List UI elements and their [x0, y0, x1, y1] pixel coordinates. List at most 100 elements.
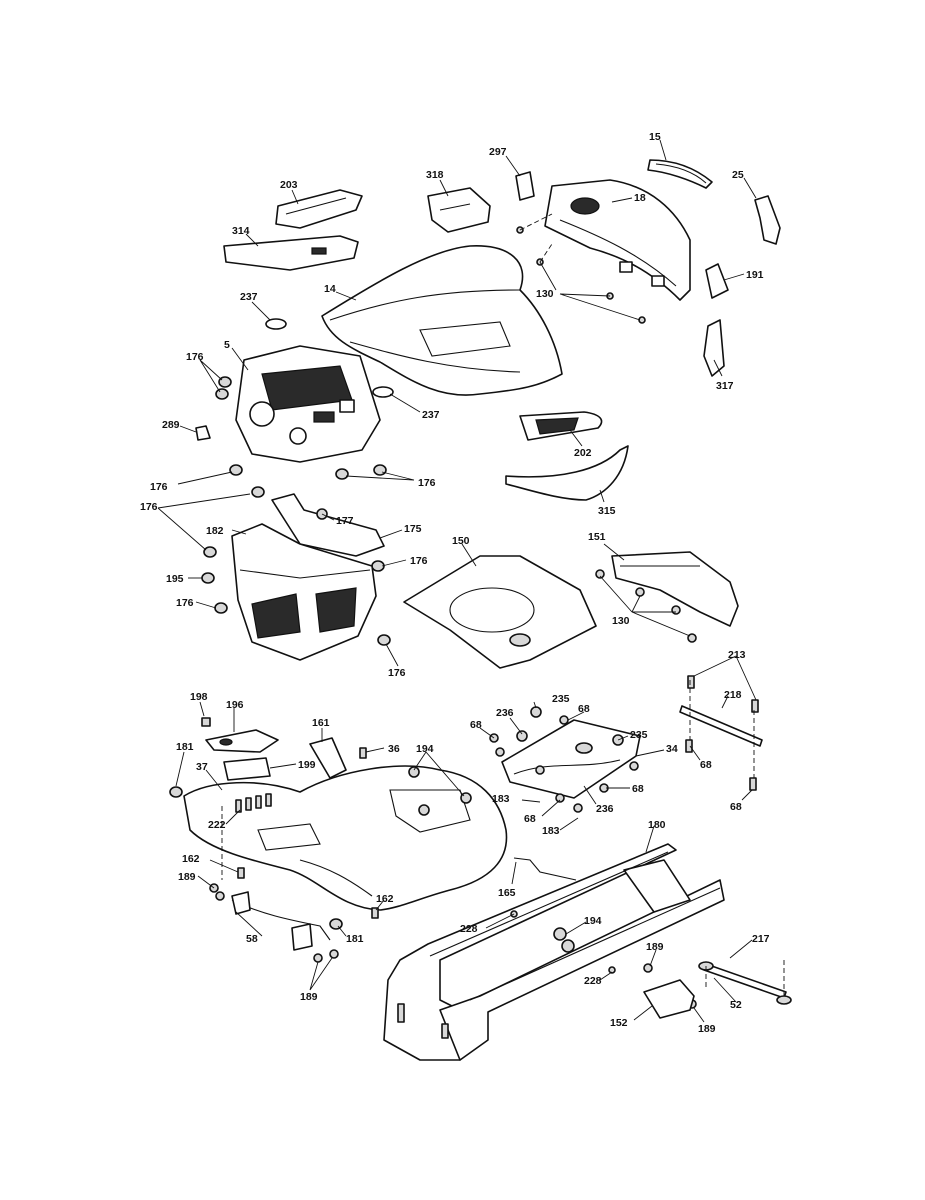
callout-189-right: 189 — [698, 1023, 716, 1035]
callout-235-top: 235 — [552, 693, 570, 705]
part-318-cover — [427, 187, 491, 233]
callout-228-left: 228 — [460, 923, 478, 935]
part-237b — [372, 386, 394, 398]
callout-162-right: 162 — [376, 893, 394, 905]
callout-236-top: 236 — [496, 707, 514, 719]
callout-130-upper: 130 — [536, 288, 554, 300]
part-37-fender — [183, 765, 508, 911]
callout-176-right: 176 — [410, 555, 428, 567]
part-202-panel — [519, 411, 603, 441]
part-297-clip — [515, 171, 535, 201]
callout-236-bottom: 236 — [596, 803, 614, 815]
part-152-bracket — [643, 979, 695, 1019]
callout-leaders — [157, 139, 757, 1023]
part-180-frame — [383, 843, 725, 1061]
part-151-bracket — [611, 551, 739, 627]
part-36-bolt — [359, 747, 367, 759]
part-195-plug — [201, 572, 215, 584]
callout-labels: 15 25 18 297 318 203 314 14 130 191 237 … — [140, 131, 770, 1035]
part-130-screws — [516, 226, 697, 643]
callout-68-left: 68 — [470, 719, 482, 731]
callout-189-frame: 189 — [646, 941, 664, 953]
part-175-bracket — [271, 493, 385, 557]
callout-14: 14 — [324, 283, 336, 295]
callout-36: 36 — [388, 743, 400, 755]
callout-162-left: 162 — [182, 853, 200, 865]
callout-194-bottom: 194 — [584, 915, 602, 927]
callout-165: 165 — [498, 887, 516, 899]
part-196-pedal-pad — [205, 729, 279, 753]
callout-198: 198 — [190, 691, 208, 703]
callout-183-bottom: 183 — [542, 825, 560, 837]
callout-237-lower: 237 — [422, 409, 440, 421]
part-317-bracket — [703, 319, 725, 377]
callout-218: 218 — [724, 689, 742, 701]
callout-176-side: 176 — [140, 501, 158, 513]
callout-314: 314 — [232, 225, 250, 237]
callout-199: 199 — [298, 759, 316, 771]
callout-176-mid: 176 — [418, 477, 436, 489]
callout-152: 152 — [610, 1017, 628, 1029]
callout-181-top: 181 — [176, 741, 194, 753]
callout-189-left: 189 — [178, 871, 196, 883]
callout-315: 315 — [598, 505, 616, 517]
callout-217: 217 — [752, 933, 770, 945]
callout-130-lower: 130 — [612, 615, 630, 627]
part-162-bolt — [237, 867, 379, 919]
callout-37: 37 — [196, 761, 208, 773]
assembly-guides — [221, 213, 785, 996]
part-165-rod — [513, 857, 577, 881]
callout-175: 175 — [404, 523, 422, 535]
callout-189-bottom: 189 — [300, 991, 318, 1003]
callout-228-right: 228 — [584, 975, 602, 987]
callout-176-bottom: 176 — [388, 667, 406, 679]
callout-18: 18 — [634, 192, 646, 204]
part-52-washer — [698, 961, 792, 1005]
part-198-clip — [201, 717, 211, 727]
callout-176-lower: 176 — [176, 597, 194, 609]
part-191-clip — [705, 263, 729, 299]
callout-176-left: 176 — [150, 481, 168, 493]
part-218-bar — [679, 705, 763, 747]
part-199-plate — [223, 757, 271, 781]
part-25-bracket — [754, 195, 781, 245]
part-289-clip — [195, 425, 211, 441]
part-5-dash-tower — [235, 345, 381, 463]
callout-151: 151 — [588, 531, 606, 543]
callout-237-upper: 237 — [240, 291, 258, 303]
callout-176-top: 176 — [186, 351, 204, 363]
callout-297: 297 — [489, 146, 507, 158]
part-18-dash-panel — [544, 179, 691, 301]
callout-68-plate: 68 — [632, 783, 644, 795]
part-161-bracket — [309, 737, 347, 779]
callout-213: 213 — [728, 649, 746, 661]
callout-181-bottom: 181 — [346, 933, 364, 945]
callout-34: 34 — [666, 743, 678, 755]
callout-195: 195 — [166, 573, 184, 585]
callout-161: 161 — [312, 717, 330, 729]
callout-5: 5 — [224, 339, 230, 351]
callout-15: 15 — [649, 131, 661, 143]
callout-68-bar: 68 — [700, 759, 712, 771]
callout-68-lower-bar: 68 — [730, 801, 742, 813]
callout-180: 180 — [648, 819, 666, 831]
part-203-trim — [275, 189, 363, 229]
part-237a — [265, 318, 287, 330]
callout-150: 150 — [452, 535, 470, 547]
callout-58: 58 — [246, 933, 258, 945]
part-181-nut — [169, 786, 343, 930]
part-222-bolts — [235, 793, 272, 813]
part-194-nuts — [408, 766, 575, 953]
part-68-screws — [489, 706, 639, 813]
callout-177: 177 — [336, 515, 354, 527]
callout-68-top: 68 — [578, 703, 590, 715]
part-176-fasteners — [203, 376, 391, 646]
callout-194-top: 194 — [416, 743, 434, 755]
callout-203: 203 — [280, 179, 298, 191]
callout-202: 202 — [574, 447, 592, 459]
part-213-bolts — [685, 675, 759, 791]
callout-235-right: 235 — [630, 729, 648, 741]
callout-318: 318 — [426, 169, 444, 181]
callout-196: 196 — [226, 699, 244, 711]
